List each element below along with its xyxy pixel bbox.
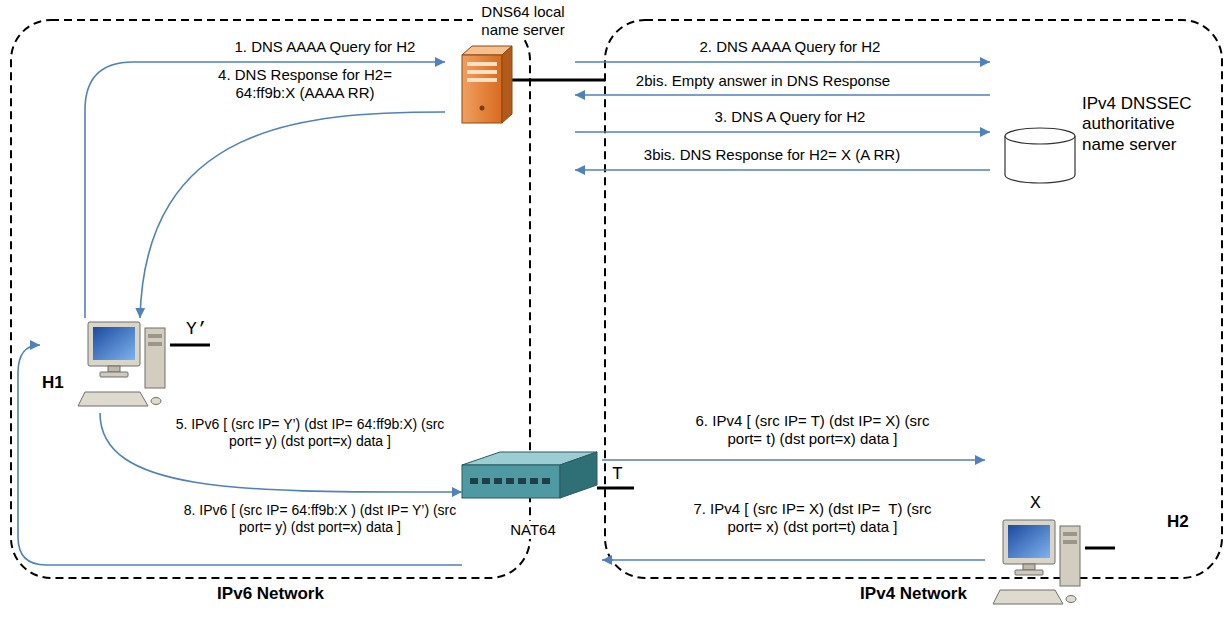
interface-stub <box>1085 547 1115 550</box>
host-label: H1 <box>42 373 76 393</box>
message-arrow <box>100 413 462 492</box>
message-label: 3. DNS A Query for H2 <box>660 108 920 126</box>
region-outline <box>11 20 530 578</box>
database-icon <box>1005 128 1075 183</box>
server-label: IPv4 DNSSEC authoritative name server <box>1082 94 1210 155</box>
network-link <box>512 79 605 82</box>
server-node: IPv4 DNSSEC authoritative name server <box>990 50 1215 200</box>
nat-node: NAT64 <box>462 445 602 572</box>
message-label: 5. IPv6 [ (src IP= Y’) (dst IP= 64:ff9b:… <box>162 416 458 450</box>
message-arrow <box>575 61 990 63</box>
message-label: 4. DNS Response for H2= 64:ff9b:X (AAAA … <box>190 66 420 102</box>
message-arrow <box>18 345 462 565</box>
region-heading: IPv6 Network <box>11 584 530 604</box>
host-node: H1 <box>40 318 170 413</box>
computer-icon <box>993 520 1080 604</box>
message-arrow <box>602 559 985 561</box>
message-arrow <box>140 112 445 318</box>
message-label: 2bis. Empty answer in DNS Response <box>618 72 908 90</box>
server-node: DNS64 local name server <box>445 2 575 177</box>
router-icon <box>462 452 597 498</box>
server-label: DNS64 local name server <box>473 3 573 39</box>
message-arrow <box>85 62 445 318</box>
message-label: 6. IPv4 [ (src IP= T) (dst IP= X) (src p… <box>680 412 945 448</box>
interface-stub <box>170 344 210 347</box>
message-label: 2. DNS AAAA Query for H2 <box>660 38 920 56</box>
message-label: 1. DNS AAAA Query for H2 <box>200 38 450 56</box>
address-label: Y’ <box>186 320 208 340</box>
address-label: T <box>612 465 623 485</box>
message-label: 8. IPv6 [ (src IP= 64:ff9b:X ) (dst IP= … <box>180 502 460 536</box>
region-heading: IPv4 Network <box>605 584 1222 604</box>
network-region: IPv6 NetworkDNS64 local name serverH1NAT… <box>11 20 530 578</box>
nat-label: NAT64 <box>502 521 564 539</box>
message-arrow <box>602 459 985 461</box>
message-label: 7. IPv4 [ (src IP= X) (dst IP= T) (src p… <box>680 500 945 536</box>
host-node: H2 <box>985 450 1217 610</box>
network-region: IPv4 NetworkIPv4 DNSSEC authoritative na… <box>605 20 1222 578</box>
message-label: 3bis. DNS Response for H2= X (A RR) <box>622 146 922 164</box>
message-arrow <box>575 94 990 96</box>
message-arrow <box>575 131 990 133</box>
address-label: X <box>1030 494 1041 514</box>
computer-icon <box>78 322 165 406</box>
host-label: H2 <box>1167 512 1207 532</box>
server-icon <box>462 46 512 123</box>
message-arrow <box>575 169 990 171</box>
interface-stub <box>597 487 634 490</box>
region-outline <box>605 20 1222 578</box>
